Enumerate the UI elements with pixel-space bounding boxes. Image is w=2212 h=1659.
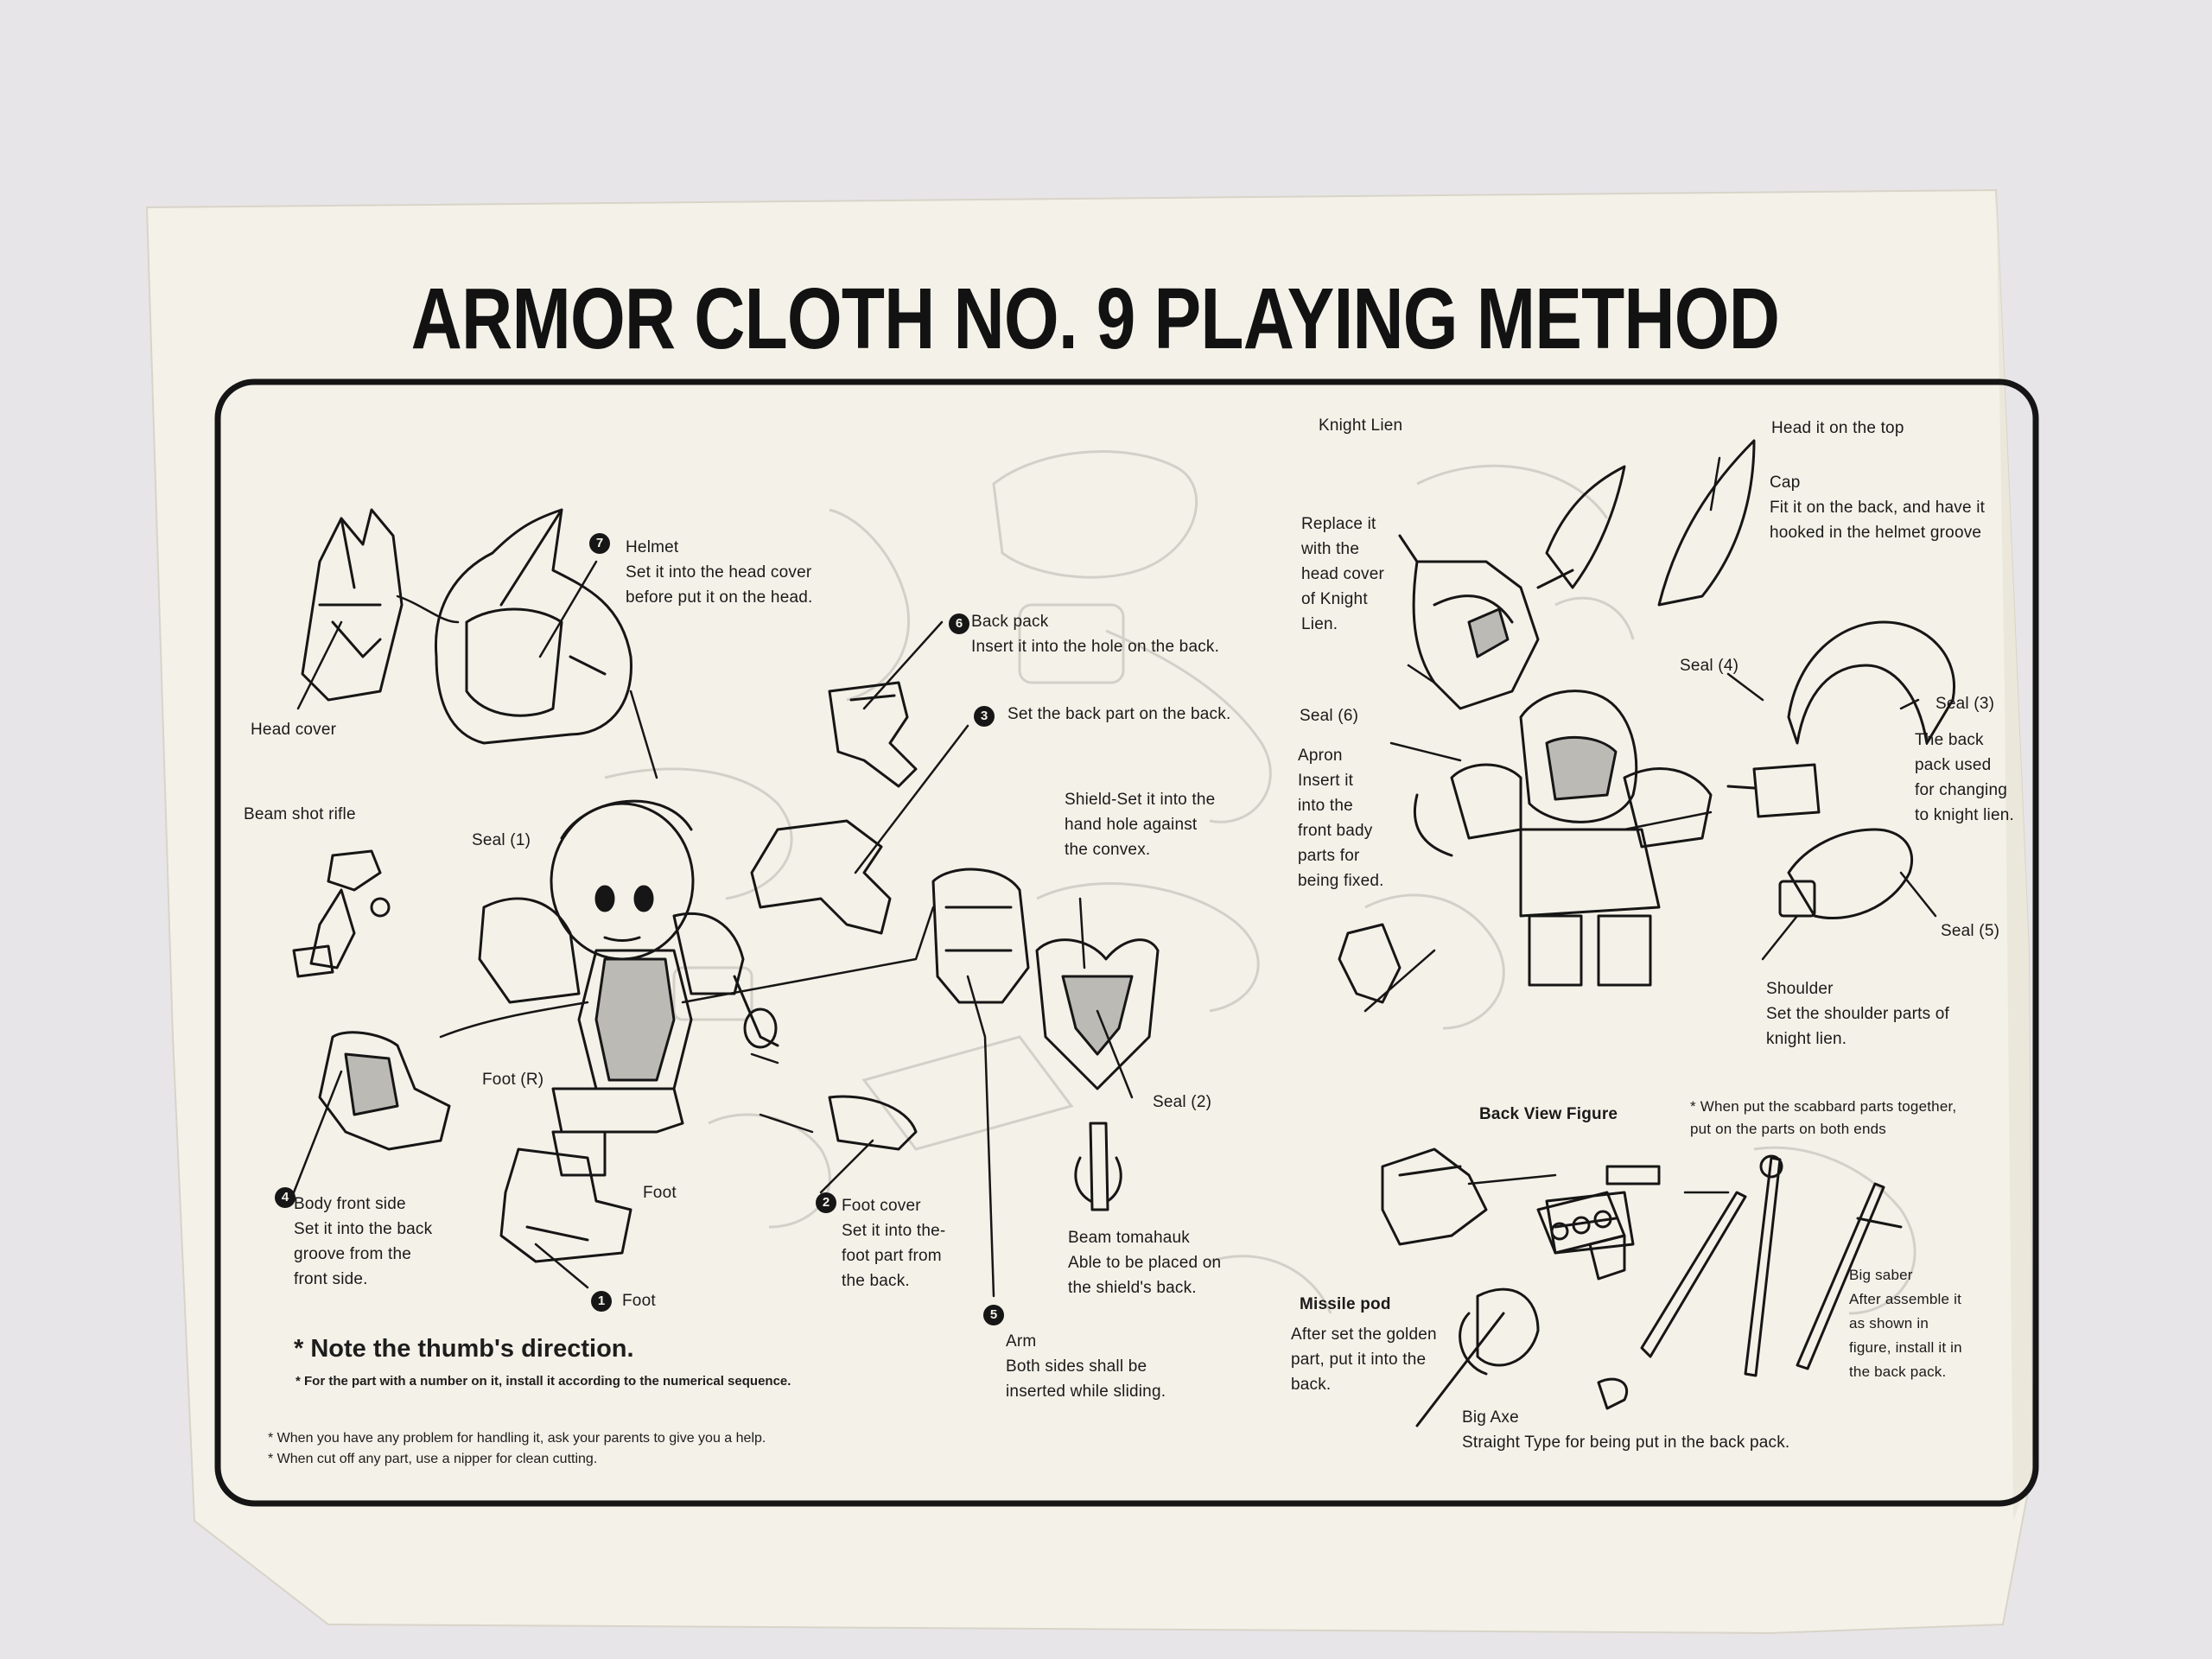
label-shield: Shield-Set it into the hand hole against…: [1065, 791, 1216, 859]
label-seal-6: Seal (6): [1300, 707, 1359, 725]
label-big-saber: Big saber After assemble it as shown in …: [1849, 1267, 1962, 1380]
apron-drawing: [1338, 923, 1402, 1004]
label-apron: Apron Insert it into the front bady part…: [1298, 747, 1384, 890]
step-3-badge: 3: [974, 706, 995, 727]
changing-back-pack-drawing: [1726, 763, 1821, 818]
back-pack-drawing: [750, 681, 918, 935]
label-missile-pod: Missile pod: [1300, 1295, 1391, 1313]
missile-pod-drawing: [1536, 1191, 1626, 1255]
step-1-badge: 1: [591, 1291, 612, 1312]
label-knight-lien: Knight Lien: [1319, 416, 1403, 435]
label-replace-head-cover: Replace it with the head cover of Knight…: [1301, 515, 1385, 633]
label-seal-2: Seal (2): [1153, 1093, 1212, 1111]
label-seal-4: Seal (4): [1680, 657, 1739, 675]
label-head-cover: Head cover: [251, 721, 337, 739]
shield-drawing: [1035, 938, 1160, 1090]
step-6-badge: 6: [949, 613, 969, 634]
label-body-front-side: Body front side Set it into the back gro…: [294, 1195, 433, 1288]
label-missile-pod-text: After set the golden part, put it into t…: [1291, 1325, 1437, 1394]
note-numerical-sequence: * For the part with a number on it, inst…: [296, 1374, 791, 1389]
label-foot-r: Foot (R): [482, 1071, 544, 1089]
label-back-view-figure: Back View Figure: [1479, 1105, 1618, 1123]
frame-border: [214, 378, 2039, 1507]
shoulder-drawing: [1778, 828, 1914, 920]
label-helmet: Helmet Set it into the head cover before…: [626, 538, 813, 607]
body-front-side-drawing: [318, 1031, 451, 1151]
label-back-part: Set the back part on the back.: [1007, 705, 1231, 723]
label-seal-5: Seal (5): [1941, 922, 2000, 940]
document-title: ARMOR CLOTH NO. 9 PLAYING METHOD: [410, 270, 1780, 367]
label-scabbard-note: * When put the scabbard parts together, …: [1690, 1098, 1957, 1137]
label-seal-1: Seal (1): [472, 831, 531, 849]
step-4-badge: 4: [275, 1187, 296, 1208]
character-body-drawing: [478, 799, 779, 1177]
label-back-pack: Back pack Insert it into the hole on the…: [971, 613, 1220, 656]
label-foot-cover: Foot cover Set it into the- foot part fr…: [842, 1197, 946, 1290]
label-head-on-top: Head it on the top: [1771, 419, 1904, 437]
wing-parts-drawing: [1536, 439, 1756, 607]
label-back-pack-changing: The back pack used for changing to knigh…: [1915, 731, 2014, 824]
big-axe-drawing: [1415, 1287, 1629, 1427]
label-big-axe: Big Axe Straight Type for being put in t…: [1462, 1408, 1790, 1452]
label-cap: Cap Fit it on the back, and have it hook…: [1770, 474, 1986, 542]
cap-drawing: [1787, 620, 1955, 745]
label-beam-shot-rifle: Beam shot rifle: [244, 805, 356, 823]
knight-lien-head-cover-drawing: [1398, 534, 1540, 710]
back-view-parts-drawing: [1381, 1147, 1661, 1281]
step-7-badge: 7: [589, 533, 610, 554]
step-5-badge: 5: [983, 1305, 1004, 1325]
note-nipper: * When cut off any part, use a nipper fo…: [268, 1452, 598, 1466]
note-thumb-direction: * Note the thumb's direction.: [294, 1335, 634, 1363]
helmet-drawing: [434, 508, 632, 745]
beam-shot-rifle-drawing: [292, 849, 391, 978]
arrows: [292, 456, 1937, 1298]
label-foot-mid: Foot: [643, 1184, 677, 1202]
knight-lien-figure-drawing: [1413, 690, 1713, 987]
label-foot-1: Foot: [622, 1292, 656, 1310]
sabers-drawing: [1640, 1154, 1903, 1377]
arm-drawing: [931, 868, 1030, 1004]
foot-drawings: [499, 1095, 918, 1263]
label-arm: Arm Both sides shall be inserted while s…: [1006, 1332, 1166, 1401]
label-shoulder: Shoulder Set the shoulder parts of knigh…: [1766, 980, 1950, 1048]
step-2-badge: 2: [816, 1192, 836, 1213]
label-beam-tomahauk: Beam tomahauk Able to be placed on the s…: [1068, 1229, 1222, 1297]
head-cover-drawing: [301, 508, 404, 702]
label-seal-3: Seal (3): [1936, 695, 1995, 713]
note-ask-parents: * When you have any problem for handling…: [268, 1431, 766, 1446]
beam-tomahauk-drawing: [1074, 1122, 1122, 1211]
